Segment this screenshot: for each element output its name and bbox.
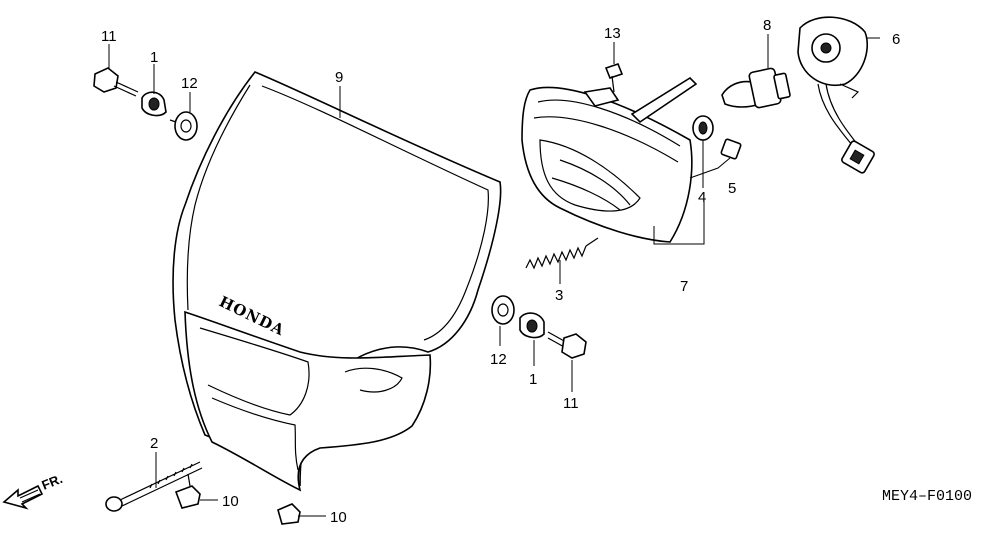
bulb-socket — [797, 16, 875, 174]
front-direction-label: FR. — [40, 471, 65, 493]
clip-10-right — [277, 503, 301, 525]
headlight-unit — [521, 76, 698, 243]
callout-10-right: 10 — [330, 509, 347, 526]
callout-4: 4 — [698, 189, 706, 206]
bolt-11-top — [93, 67, 139, 97]
front-direction-indicator: FR. — [2, 471, 65, 510]
callout-12-top: 12 — [181, 75, 198, 92]
callout-8: 8 — [763, 17, 771, 34]
callout-11-bottom: 11 — [563, 395, 579, 412]
callout-9: 9 — [335, 69, 343, 86]
leader-lines — [108, 34, 880, 517]
callout-5: 5 — [728, 180, 736, 197]
clip-nut — [720, 138, 742, 160]
callout-10-left: 10 — [222, 493, 239, 510]
callout-3: 3 — [555, 287, 563, 304]
callout-6: 6 — [892, 31, 900, 48]
callout-13: 13 — [604, 25, 621, 42]
grommet-12-bottom — [491, 295, 515, 325]
long-bolt-2 — [105, 461, 203, 512]
adjusting-spring — [525, 237, 599, 270]
callout-2: 2 — [150, 435, 158, 452]
callout-1-bottom: 1 — [529, 371, 537, 388]
grommet — [692, 115, 714, 141]
callout-1-top: 1 — [150, 49, 158, 66]
screw-13 — [604, 63, 624, 93]
headlight-cowl: HONDA — [172, 71, 502, 492]
bolt-11-bottom — [547, 331, 587, 359]
headlight-bulb — [721, 67, 791, 109]
clip-10-left — [174, 473, 201, 509]
collar-1-bottom — [519, 312, 545, 339]
diagram-code: MEY4–F0100 — [882, 488, 972, 505]
callout-7: 7 — [680, 278, 688, 295]
callout-12-bottom: 12 — [490, 351, 507, 368]
grommet-12-top — [169, 111, 198, 141]
callouts: 11 1 12 9 13 8 6 4 5 7 3 12 1 11 2 10 10 — [101, 17, 900, 526]
collar-1-top — [141, 91, 167, 117]
callout-11-top: 11 — [101, 28, 117, 45]
